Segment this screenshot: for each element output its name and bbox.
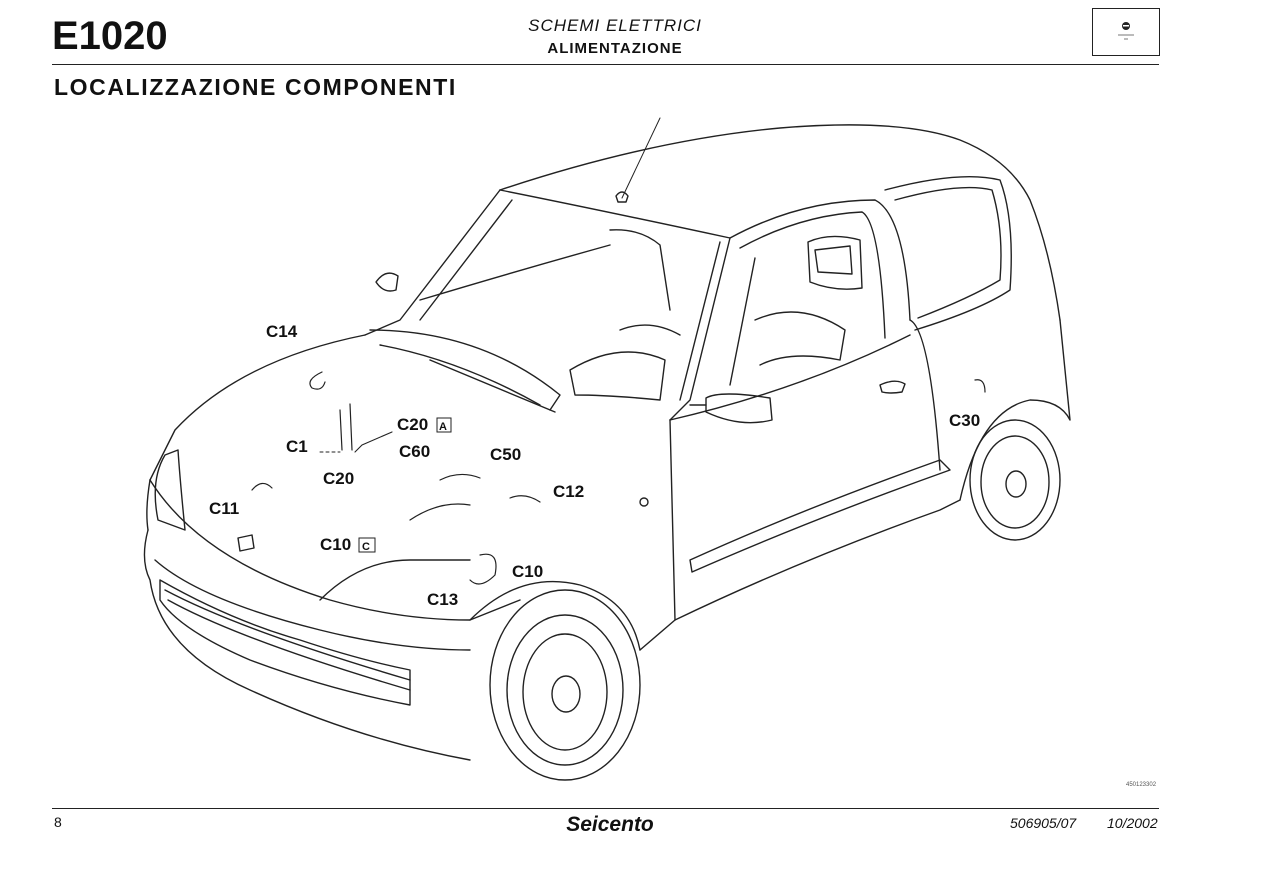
label-c1: C1 bbox=[286, 437, 308, 456]
model-brand: Seicento bbox=[566, 813, 654, 836]
label-c12: C12 bbox=[553, 482, 584, 501]
document-reference: 506905/07 bbox=[1010, 815, 1077, 831]
label-c13: C13 bbox=[427, 590, 458, 609]
label-c20: C20 bbox=[323, 469, 354, 488]
document-code: E1020 bbox=[52, 14, 168, 58]
label-c60: C60 bbox=[399, 442, 430, 461]
page-number: 8 bbox=[54, 814, 62, 830]
fiat-emblem-icon bbox=[1118, 22, 1134, 40]
publication-date: 10/2002 bbox=[1107, 815, 1158, 831]
label-c10: C10 bbox=[512, 562, 543, 581]
label-c50: C50 bbox=[490, 445, 521, 464]
label-c30: C30 bbox=[949, 411, 980, 430]
drawing-reference: 450123302 bbox=[1126, 782, 1157, 788]
label-c20a: C20 bbox=[397, 415, 428, 434]
header-rule bbox=[52, 64, 1159, 65]
footer-rule bbox=[52, 808, 1159, 809]
section-title: SCHEMI ELETTRICI bbox=[528, 16, 702, 35]
tag-c: C bbox=[362, 541, 370, 553]
label-c11: C11 bbox=[209, 499, 239, 518]
page-title: LOCALIZZAZIONE COMPONENTI bbox=[54, 74, 457, 100]
label-c14: C14 bbox=[266, 322, 298, 341]
tag-box-c bbox=[358, 537, 376, 553]
tag-box-a bbox=[436, 417, 452, 433]
tag-a: A bbox=[439, 421, 447, 433]
label-c10c: C10 bbox=[320, 535, 351, 554]
subsection-title: ALIMENTAZIONE bbox=[547, 40, 683, 57]
brand-logo-box bbox=[1092, 8, 1160, 56]
